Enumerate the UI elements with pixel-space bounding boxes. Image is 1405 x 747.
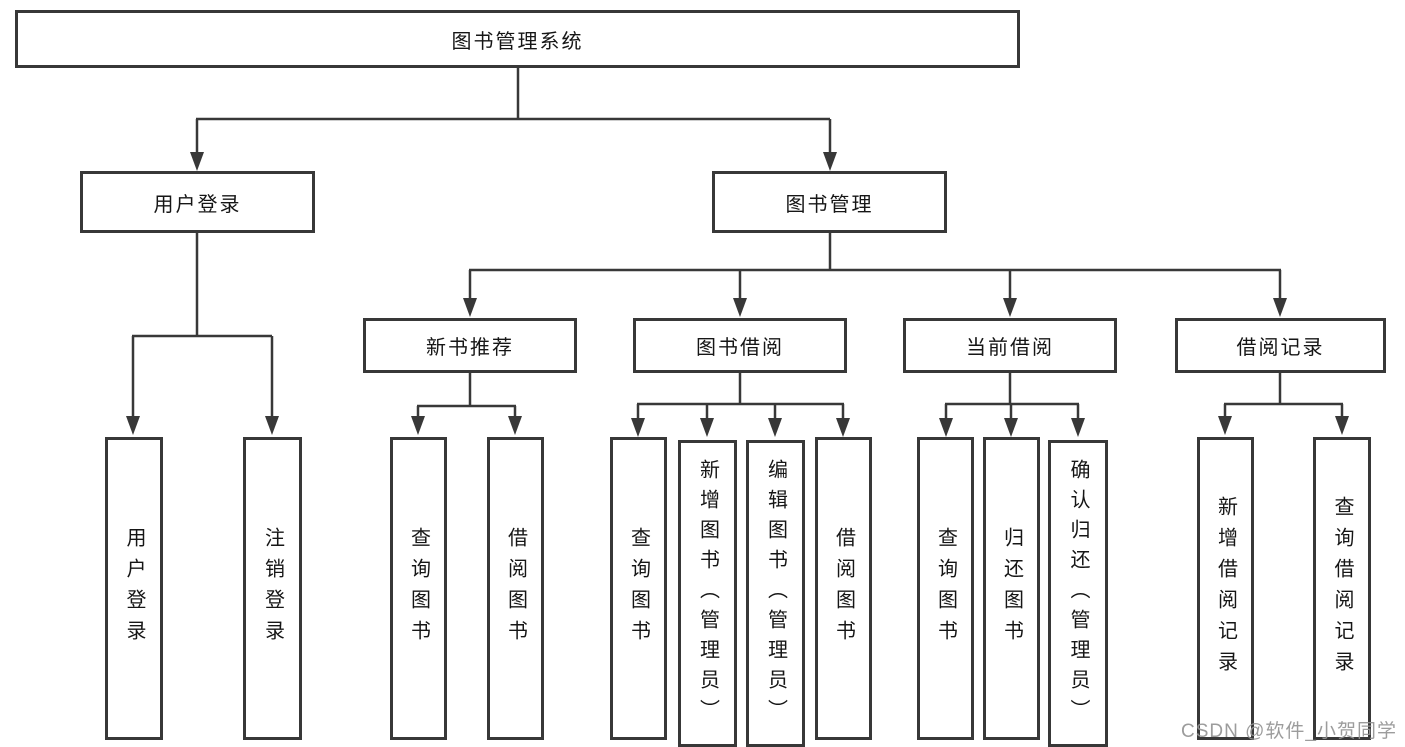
node-current-borrow-label: 当前借阅	[966, 337, 1054, 359]
leaf-add-book-admin-label: 新增图书（管理员）	[696, 458, 719, 729]
leaf-user-login: 用户登录	[105, 437, 163, 740]
node-new-book-recommend-label: 新书推荐	[426, 337, 514, 359]
leaf-borrow-book-2: 借阅图书	[815, 437, 872, 740]
leaf-query-book-3-label: 查询图书	[934, 526, 957, 651]
node-root-label: 图书管理系统	[451, 30, 584, 53]
leaf-add-borrow-record: 新增借阅记录	[1197, 437, 1254, 740]
leaf-logout-label: 注销登录	[261, 526, 284, 651]
leaf-confirm-return-admin-label: 确认归还（管理员）	[1067, 458, 1089, 729]
leaf-add-book-admin: 新增图书（管理员）	[678, 440, 737, 747]
leaf-borrow-book-1: 借阅图书	[487, 437, 544, 740]
node-new-book-recommend: 新书推荐	[363, 318, 577, 373]
leaf-query-borrow-record-label: 查询借阅记录	[1331, 495, 1353, 682]
leaf-confirm-return-admin: 确认归还（管理员）	[1048, 440, 1108, 747]
node-book-management-label: 图书管理	[785, 193, 874, 216]
node-book-borrow: 图书借阅	[633, 318, 847, 373]
leaf-query-book-2: 查询图书	[610, 437, 667, 740]
leaf-user-login-label: 用户登录	[123, 526, 145, 651]
node-user-login: 用户登录	[80, 171, 315, 233]
leaf-return-book-label: 归还图书	[1000, 526, 1023, 651]
leaf-borrow-book-2-label: 借阅图书	[832, 526, 855, 651]
node-root: 图书管理系统	[15, 10, 1020, 68]
leaf-logout: 注销登录	[243, 437, 302, 740]
leaf-query-borrow-record: 查询借阅记录	[1313, 437, 1371, 740]
node-user-login-label: 用户登录	[153, 193, 242, 216]
leaf-query-book-1: 查询图书	[390, 437, 447, 740]
arrowheads	[126, 152, 1349, 437]
node-book-borrow-label: 图书借阅	[696, 337, 784, 359]
connector-lines	[131, 68, 1344, 419]
node-current-borrow: 当前借阅	[903, 318, 1117, 373]
leaf-add-borrow-record-label: 新增借阅记录	[1214, 495, 1237, 682]
node-book-management: 图书管理	[712, 171, 947, 233]
leaf-query-book-2-label: 查询图书	[627, 526, 650, 651]
leaf-query-book-1-label: 查询图书	[407, 526, 430, 651]
leaf-borrow-book-1-label: 借阅图书	[504, 526, 527, 651]
leaf-edit-book-admin-label: 编辑图书（管理员）	[764, 458, 787, 729]
node-borrow-records: 借阅记录	[1175, 318, 1386, 373]
watermark: CSDN @软件_小贺同学	[1181, 721, 1397, 742]
leaf-query-book-3: 查询图书	[917, 437, 974, 740]
leaf-return-book: 归还图书	[983, 437, 1040, 740]
node-borrow-records-label: 借阅记录	[1236, 337, 1325, 359]
leaf-edit-book-admin: 编辑图书（管理员）	[746, 440, 805, 747]
